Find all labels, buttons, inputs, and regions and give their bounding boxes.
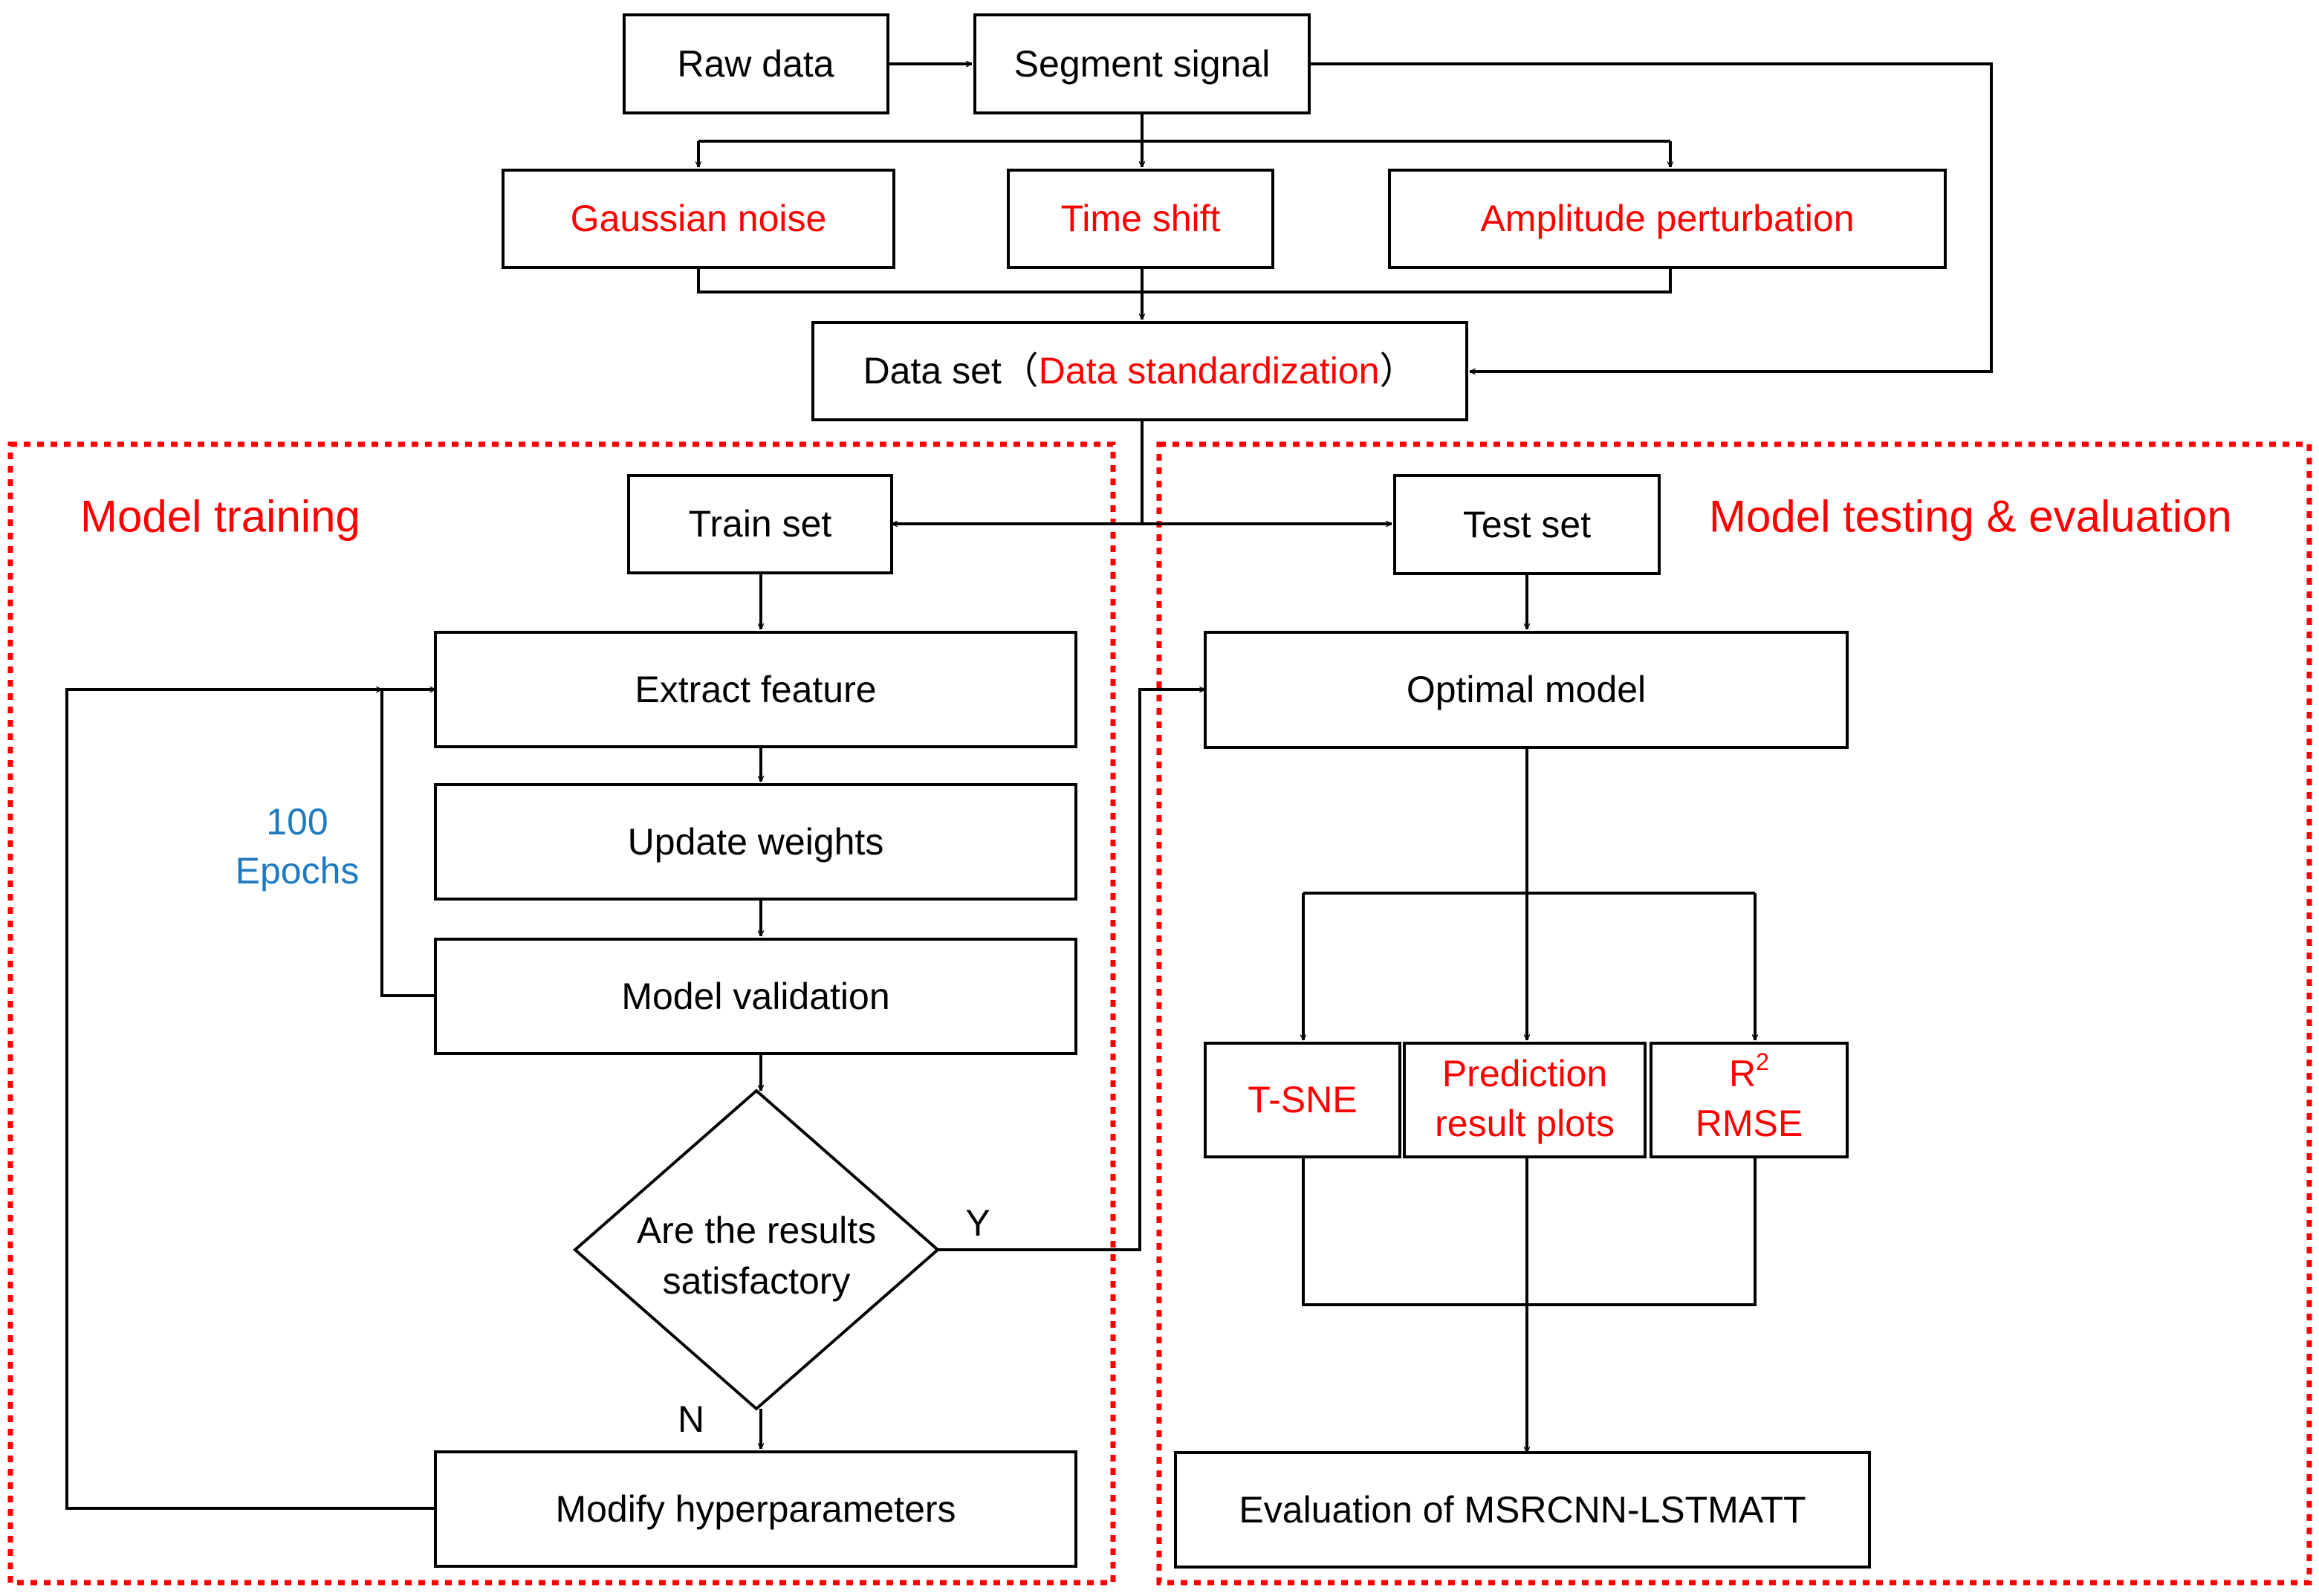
test-set-label: Test set — [1463, 504, 1591, 545]
decision-label-line2: satisfactory — [663, 1260, 851, 1302]
raw-data-box: Raw data — [623, 13, 889, 114]
epochs-word-label: Epochs — [236, 850, 360, 892]
r-squared-label: R2 — [1729, 1048, 1769, 1094]
extract-feature-label: Extract feature — [635, 669, 876, 710]
time-shift-box: Time shift — [1007, 169, 1274, 269]
model-validation-box: Model validation — [434, 938, 1077, 1055]
metrics-box: R2 RMSE — [1650, 1042, 1849, 1158]
tsne-box: T-SNE — [1204, 1042, 1401, 1158]
decision-diamond: Are the results satisfactory — [572, 1089, 941, 1411]
testing-section-title: Model testing & evaluation — [1709, 492, 2232, 542]
modify-hyperparameters-label: Modify hyperparameters — [555, 1488, 956, 1530]
prediction-label-line1: Prediction — [1442, 1053, 1607, 1094]
yes-label: Y — [965, 1202, 990, 1244]
evaluation-label: Evaluation of MSRCNN-LSTMATT — [1239, 1489, 1806, 1531]
evaluation-box: Evaluation of MSRCNN-LSTMATT — [1174, 1451, 1871, 1569]
segment-signal-box: Segment signal — [973, 13, 1311, 114]
data-set-box: Data set（Data standardization） — [811, 321, 1468, 421]
gaussian-noise-label: Gaussian noise — [571, 198, 827, 239]
optimal-model-label: Optimal model — [1407, 669, 1646, 710]
tsne-label: T-SNE — [1248, 1079, 1357, 1120]
model-validation-label: Model validation — [621, 976, 889, 1017]
train-set-label: Train set — [689, 503, 832, 545]
optimal-model-box: Optimal model — [1204, 631, 1849, 749]
update-weights-box: Update weights — [434, 783, 1077, 901]
train-set-box: Train set — [627, 474, 893, 574]
connectors — [65, 64, 1993, 1510]
gaussian-noise-box: Gaussian noise — [502, 169, 895, 269]
update-weights-label: Update weights — [628, 821, 884, 863]
modify-hyperparameters-box: Modify hyperparameters — [434, 1450, 1077, 1568]
amplitude-perturbation-box: Amplitude perturbation — [1388, 169, 1947, 269]
time-shift-label: Time shift — [1061, 198, 1221, 239]
training-section-border — [7, 441, 1116, 1586]
prediction-label-line2: result plots — [1435, 1103, 1615, 1144]
raw-data-label: Raw data — [677, 43, 834, 85]
prediction-plots-box: Prediction result plots — [1403, 1042, 1647, 1158]
data-set-label: Data set（Data standardization） — [863, 350, 1417, 392]
decision-label-line1: Are the results — [637, 1210, 876, 1251]
no-label: N — [678, 1398, 704, 1440]
amplitude-perturbation-label: Amplitude perturbation — [1480, 198, 1854, 239]
extract-feature-box: Extract feature — [434, 631, 1077, 748]
test-set-box: Test set — [1393, 474, 1661, 575]
epochs-count-label: 100 — [266, 801, 328, 843]
testing-section-border — [1156, 441, 2312, 1586]
segment-signal-label: Segment signal — [1014, 43, 1271, 85]
rmse-label: RMSE — [1696, 1103, 1803, 1144]
training-section-title: Model training — [80, 492, 360, 542]
